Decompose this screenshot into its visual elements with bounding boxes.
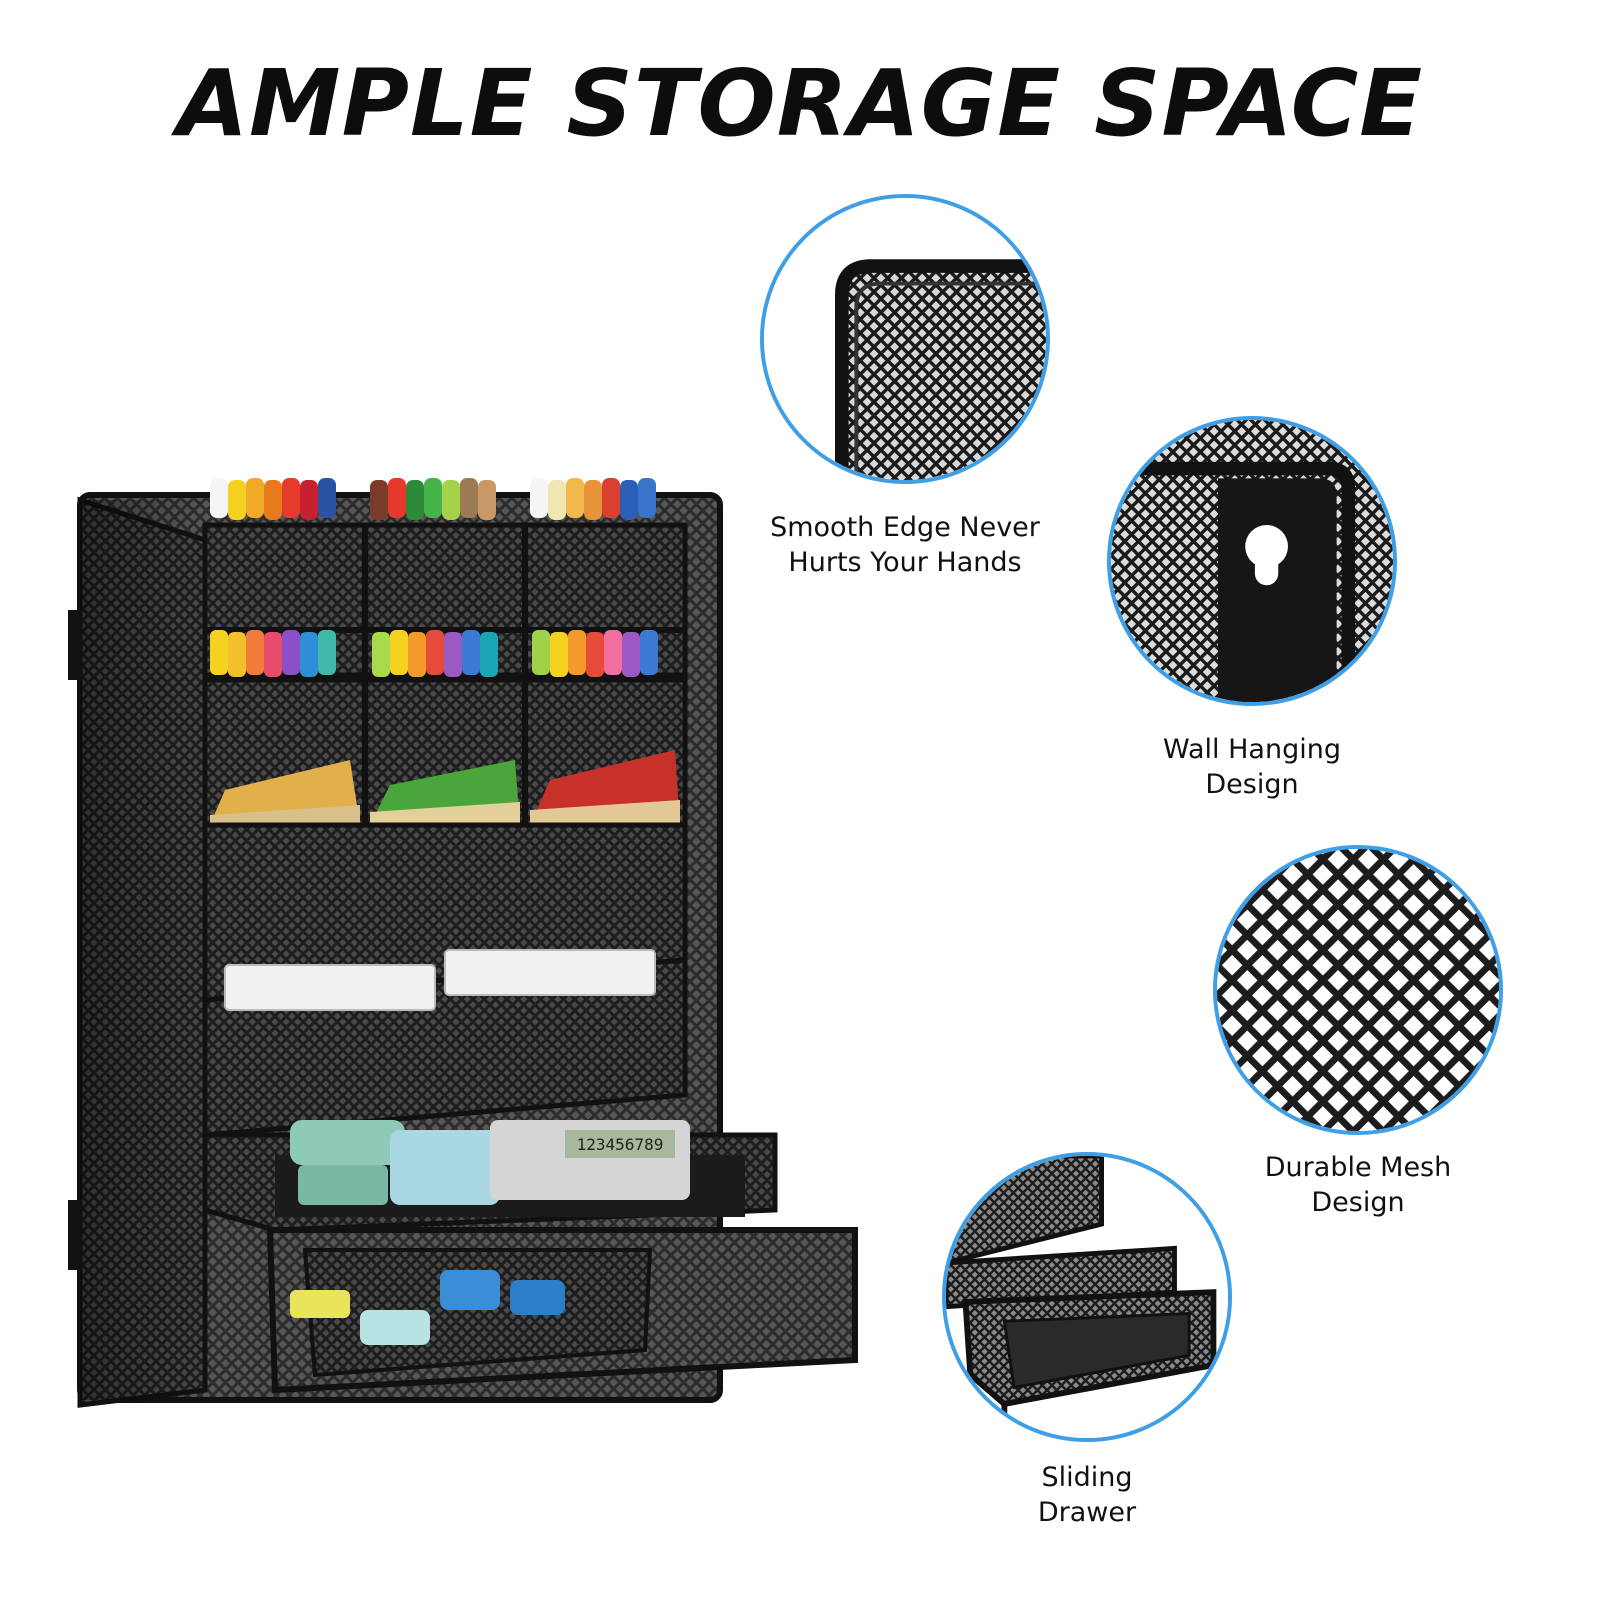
smooth-edge-icon (764, 198, 1046, 480)
calculator-display: 123456789 (577, 1135, 664, 1154)
wall-hanging-icon (1111, 420, 1393, 702)
caption-durable-mesh: Durable Mesh Design (1264, 1152, 1452, 1218)
feature-durable-mesh (1213, 845, 1503, 1135)
drawer-icon (946, 1156, 1228, 1438)
caption-wall-hanging: Wall Hanging Design (1163, 734, 1341, 800)
feature-wall-hanging (1107, 416, 1397, 706)
caption-sliding-drawer: Sliding Drawer (1037, 1462, 1137, 1528)
mesh-desk-organizer-icon: 123456789 (60, 430, 900, 1450)
feature-smooth-edge (760, 194, 1050, 484)
mesh-icon (1217, 849, 1499, 1131)
caption-smooth-edge: Smooth Edge Never Hurts Your Hands (770, 512, 1040, 578)
page-title: AMPLE STORAGE SPACE (176, 50, 1424, 157)
feature-sliding-drawer (942, 1152, 1232, 1442)
